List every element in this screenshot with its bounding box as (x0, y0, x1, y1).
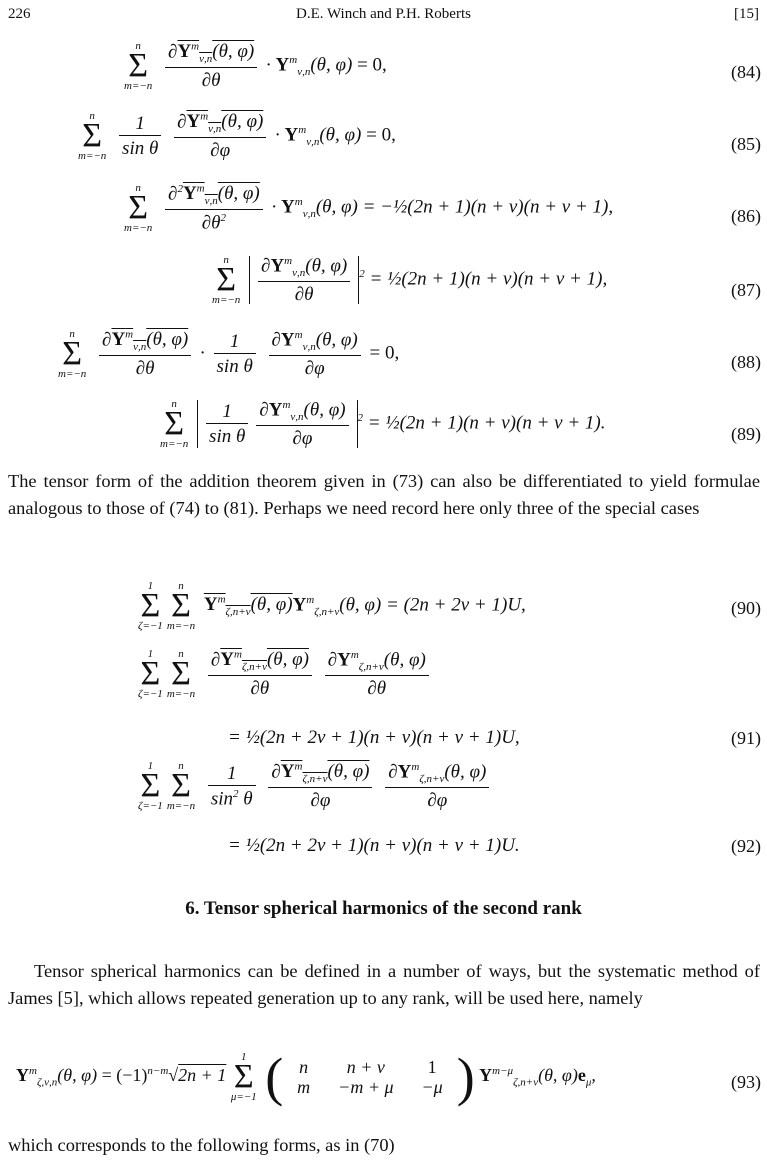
eq-number-87: (87) (731, 280, 761, 300)
paragraph-james-method: Tensor spherical harmonics can be define… (8, 961, 760, 1008)
equation-92-rhs: = ½(2n + 2ν + 1)(n + ν)(n + ν + 1)U. (228, 836, 520, 855)
eq-number-84: (84) (731, 62, 761, 82)
eq86-rhs: = −½(2n + 1)(n + ν)(n + ν + 1), (362, 196, 614, 218)
eq-number-91: (91) (731, 728, 761, 748)
eq85-rhs: = 0, (366, 124, 396, 146)
section-heading: 6. Tensor spherical harmonics of the sec… (185, 898, 582, 919)
eq-number-93: (93) (731, 1072, 761, 1092)
eq88-rhs: = 0, (369, 342, 400, 364)
eq91-rhs: = ½(2n + 2ν + 1)(n + ν)(n + ν + 1)U, (228, 727, 520, 748)
paragraph-forms: which corresponds to the following forms… (8, 1135, 395, 1155)
eq-number-89: (89) (731, 424, 761, 444)
running-authors: D.E. Winch and P.H. Roberts (296, 6, 471, 22)
eq-number-88: (88) (731, 352, 761, 372)
eq90-rhs: = (2n + 2ν + 1)U, (386, 594, 526, 616)
eq-number-86: (86) (731, 206, 761, 226)
eq-number-90: (90) (731, 598, 761, 618)
eq92-rhs: = ½(2n + 2ν + 1)(n + ν)(n + ν + 1)U. (228, 835, 520, 856)
eq-number-92: (92) (731, 836, 761, 856)
section-ref: [15] (734, 6, 759, 22)
equation-91-rhs: = ½(2n + 2ν + 1)(n + ν)(n + ν + 1)U, (228, 728, 520, 747)
eq84-rhs: = 0, (357, 54, 387, 76)
eq89-rhs: = ½(2n + 1)(n + ν)(n + ν + 1). (367, 412, 606, 434)
eq87-rhs: = ½(2n + 1)(n + ν)(n + ν + 1), (369, 268, 608, 290)
page-header: 226 D.E. Winch and P.H. Roberts [15] (8, 6, 759, 28)
paragraph-addition-theorem: The tensor form of the addition theorem … (8, 471, 760, 518)
page-number: 226 (8, 6, 31, 22)
eq-number-85: (85) (731, 134, 761, 154)
